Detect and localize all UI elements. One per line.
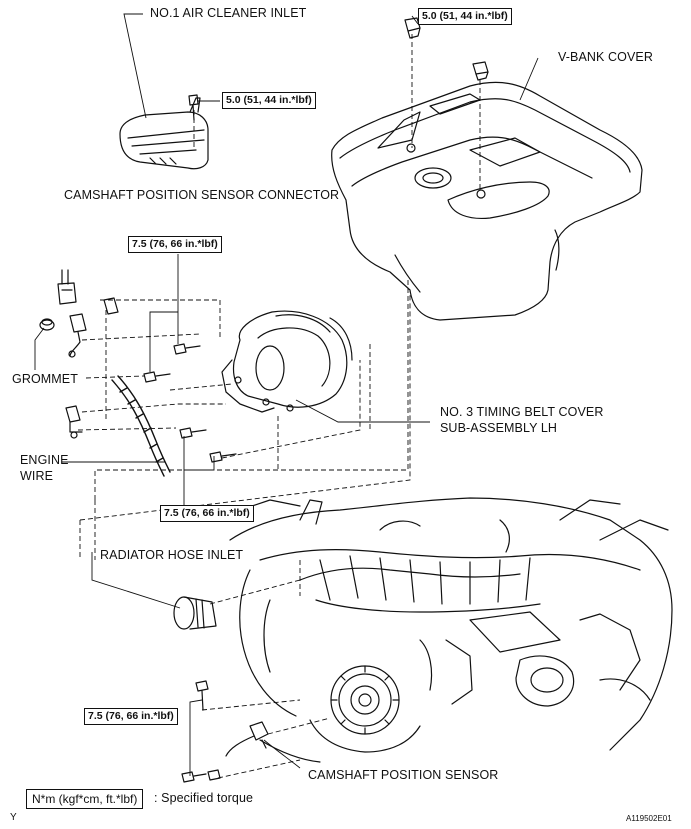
radiator-hose-inlet-part bbox=[173, 596, 217, 630]
sensor-bolts bbox=[181, 680, 221, 783]
cam-sensor-connector-label: CAMSHAFT POSITION SENSOR CONNECTOR bbox=[64, 188, 340, 202]
v-bank-cover-part bbox=[331, 81, 643, 321]
sensor-connector-part bbox=[57, 269, 87, 358]
inlet-bolt bbox=[188, 94, 199, 121]
small-clip-part bbox=[103, 297, 119, 315]
corner-mark: Y bbox=[10, 812, 17, 823]
torque-box-sensor-bolt: 7.5 (76, 66 in.*lbf) bbox=[84, 708, 178, 725]
belt-cover-bolt-2 bbox=[143, 371, 171, 383]
v-bank-cover-label: V-BANK COVER bbox=[558, 50, 653, 64]
sensor-plug-part bbox=[65, 405, 83, 439]
cover-nut-2 bbox=[472, 61, 489, 81]
figure-id: A119502E01 bbox=[626, 814, 672, 823]
air-cleaner-inlet-label: NO.1 AIR CLEANER INLET bbox=[150, 6, 307, 20]
timing-cover-label-line1: NO. 3 TIMING BELT COVER bbox=[440, 405, 604, 419]
cover-nut-1 bbox=[404, 17, 421, 39]
torque-box-cover-nut: 5.0 (51, 44 in.*lbf) bbox=[418, 8, 512, 25]
engine-wire-label-line2: WIRE bbox=[20, 469, 54, 483]
timing-belt-cover-part bbox=[221, 310, 353, 413]
engine-wire-part bbox=[111, 375, 171, 477]
engine-assembly-part bbox=[229, 497, 673, 763]
camshaft-sensor-part bbox=[225, 721, 269, 757]
belt-cover-bolt-4 bbox=[209, 451, 237, 463]
cam-sensor-label: CAMSHAFT POSITION SENSOR bbox=[308, 768, 499, 782]
belt-cover-bolt-1 bbox=[173, 343, 201, 355]
air-cleaner-inlet-part bbox=[119, 97, 209, 170]
belt-cover-bolt-3 bbox=[179, 427, 207, 439]
torque-legend-description: : Specified torque bbox=[154, 791, 254, 805]
timing-cover-label-line2: SUB-ASSEMBLY LH bbox=[440, 421, 558, 435]
torque-box-belt-cover-lower: 7.5 (76, 66 in.*lbf) bbox=[160, 505, 254, 522]
torque-box-inlet-bolt: 5.0 (51, 44 in.*lbf) bbox=[222, 92, 316, 109]
grommet-label: GROMMET bbox=[12, 372, 78, 386]
torque-unit-legend-box: N*m (kgf*cm, ft.*lbf) bbox=[26, 789, 144, 809]
radiator-hose-inlet-label: RADIATOR HOSE INLET bbox=[100, 548, 244, 562]
crank-pulley-part bbox=[309, 665, 421, 753]
grommet-part bbox=[39, 318, 55, 331]
engine-wire-label-line1: ENGINE bbox=[20, 453, 69, 467]
torque-box-belt-cover-upper: 7.5 (76, 66 in.*lbf) bbox=[128, 236, 222, 253]
